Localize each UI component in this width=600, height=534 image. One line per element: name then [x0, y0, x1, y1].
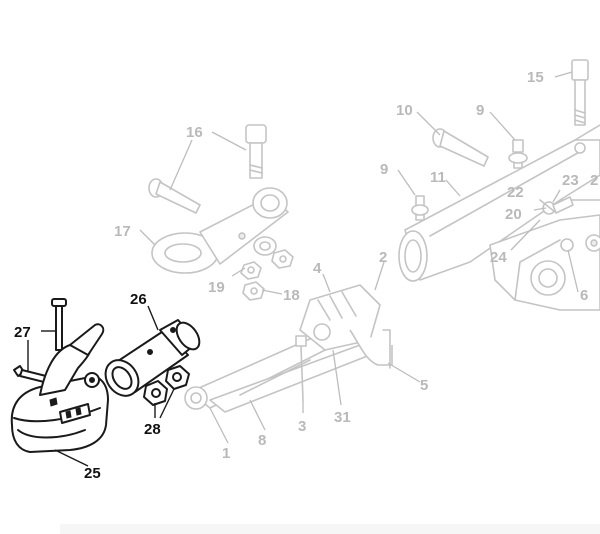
label-5: 5: [420, 377, 428, 394]
bolt-3: [295, 335, 307, 401]
coupler-25: [10, 323, 109, 453]
label-28: 28: [144, 421, 161, 438]
label-8: 8: [258, 432, 266, 449]
nut-18a: [271, 249, 294, 269]
label-9-upper: 9: [476, 102, 484, 119]
fitting-9-lower: [411, 195, 429, 221]
label-9-lower: 9: [380, 161, 388, 178]
bolt-10: [432, 128, 489, 167]
bolt-16: [245, 124, 267, 179]
label-2: 2: [379, 249, 387, 266]
label-18: 18: [283, 287, 300, 304]
label-23: 23: [562, 172, 579, 189]
label-20: 20: [505, 206, 522, 223]
label-16: 16: [186, 124, 203, 141]
label-19: 19: [208, 279, 225, 296]
pin-27: [51, 298, 67, 351]
label-10: 10: [396, 102, 413, 119]
label-6: 6: [580, 287, 588, 304]
tube-26: [104, 319, 201, 397]
drawbar-arm: [184, 329, 371, 413]
label-11: 11: [430, 169, 446, 186]
leader-lines-faint: [139, 71, 579, 444]
bolt-17: [148, 178, 201, 214]
leader-lines-dark: [27, 305, 175, 467]
label-3: 3: [298, 418, 306, 435]
bushing-19: [253, 236, 277, 256]
main-tube: [398, 124, 600, 282]
label-2-right: 2: [590, 172, 598, 189]
label-26: 26: [130, 291, 147, 308]
nut-28a: [143, 380, 168, 406]
towing-eye: [151, 187, 289, 274]
nut-18b: [242, 281, 265, 301]
label-17: 17: [114, 223, 131, 240]
label-1: 1: [222, 445, 230, 462]
bolt-15: [571, 59, 589, 126]
fitting-9-upper: [508, 139, 528, 169]
bottom-edge-band: [60, 524, 600, 534]
joint-assembly: [539, 196, 574, 215]
label-22: 22: [507, 184, 524, 201]
pivot-head: [299, 284, 393, 369]
label-24: 24: [490, 249, 507, 266]
nut-19: [240, 261, 262, 280]
label-25: 25: [84, 465, 101, 482]
callout-labels: 16 17 19 18 4 2 5 31 3 8 1 10 9 9 11 15 …: [14, 69, 598, 482]
label-15: 15: [527, 69, 544, 86]
nut-28b: [165, 365, 190, 390]
bracket-housing: [489, 214, 600, 311]
label-4: 4: [313, 260, 322, 277]
label-27: 27: [14, 324, 31, 341]
label-31: 31: [334, 409, 351, 426]
